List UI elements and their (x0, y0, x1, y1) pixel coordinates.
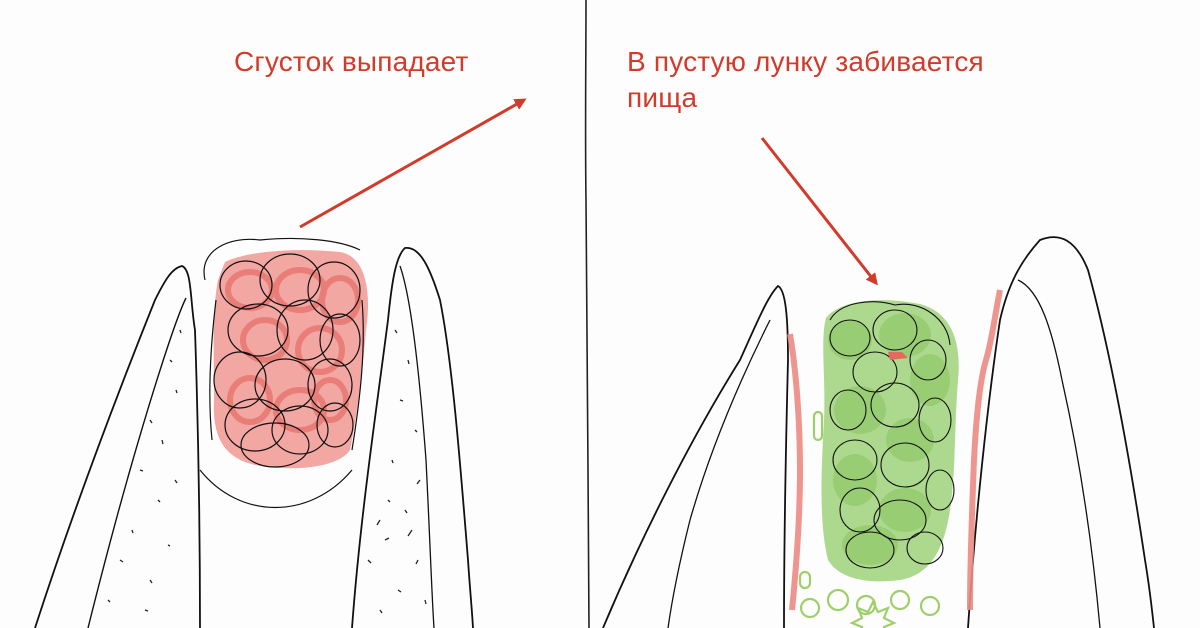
inflamed-socket-walls (787, 289, 1003, 611)
right-bone-speckles (367, 329, 427, 614)
left-annotation-arrow (299, 98, 527, 229)
right-gum-wall-right-inner (1017, 279, 1101, 628)
panel-divider (584, 0, 590, 628)
left-gum-wall-right-inner (399, 265, 435, 628)
blood-clot (203, 237, 369, 469)
left-panel-socket (34, 247, 474, 628)
left-socket-floor (199, 469, 353, 508)
left-gum-wall-left-inner (87, 297, 187, 628)
right-panel-caption: В пустую лунку забивается пища (627, 44, 984, 116)
food-debris (798, 300, 959, 628)
left-panel-caption: Сгусток выпадает (234, 46, 469, 77)
left-gum-wall-left (34, 265, 201, 628)
right-gum-wall-right (967, 236, 1155, 628)
right-panel-caption-line-2: пища (627, 82, 698, 113)
right-panel-socket (602, 236, 1155, 628)
right-annotation-arrow (760, 137, 878, 286)
right-panel-caption-line-1: В пустую лунку забивается (627, 46, 984, 77)
right-gum-wall-left (602, 284, 789, 628)
left-gum-wall-right (351, 247, 474, 628)
left-bone-speckles (107, 329, 182, 612)
right-gum-wall-left-inner (667, 319, 771, 628)
